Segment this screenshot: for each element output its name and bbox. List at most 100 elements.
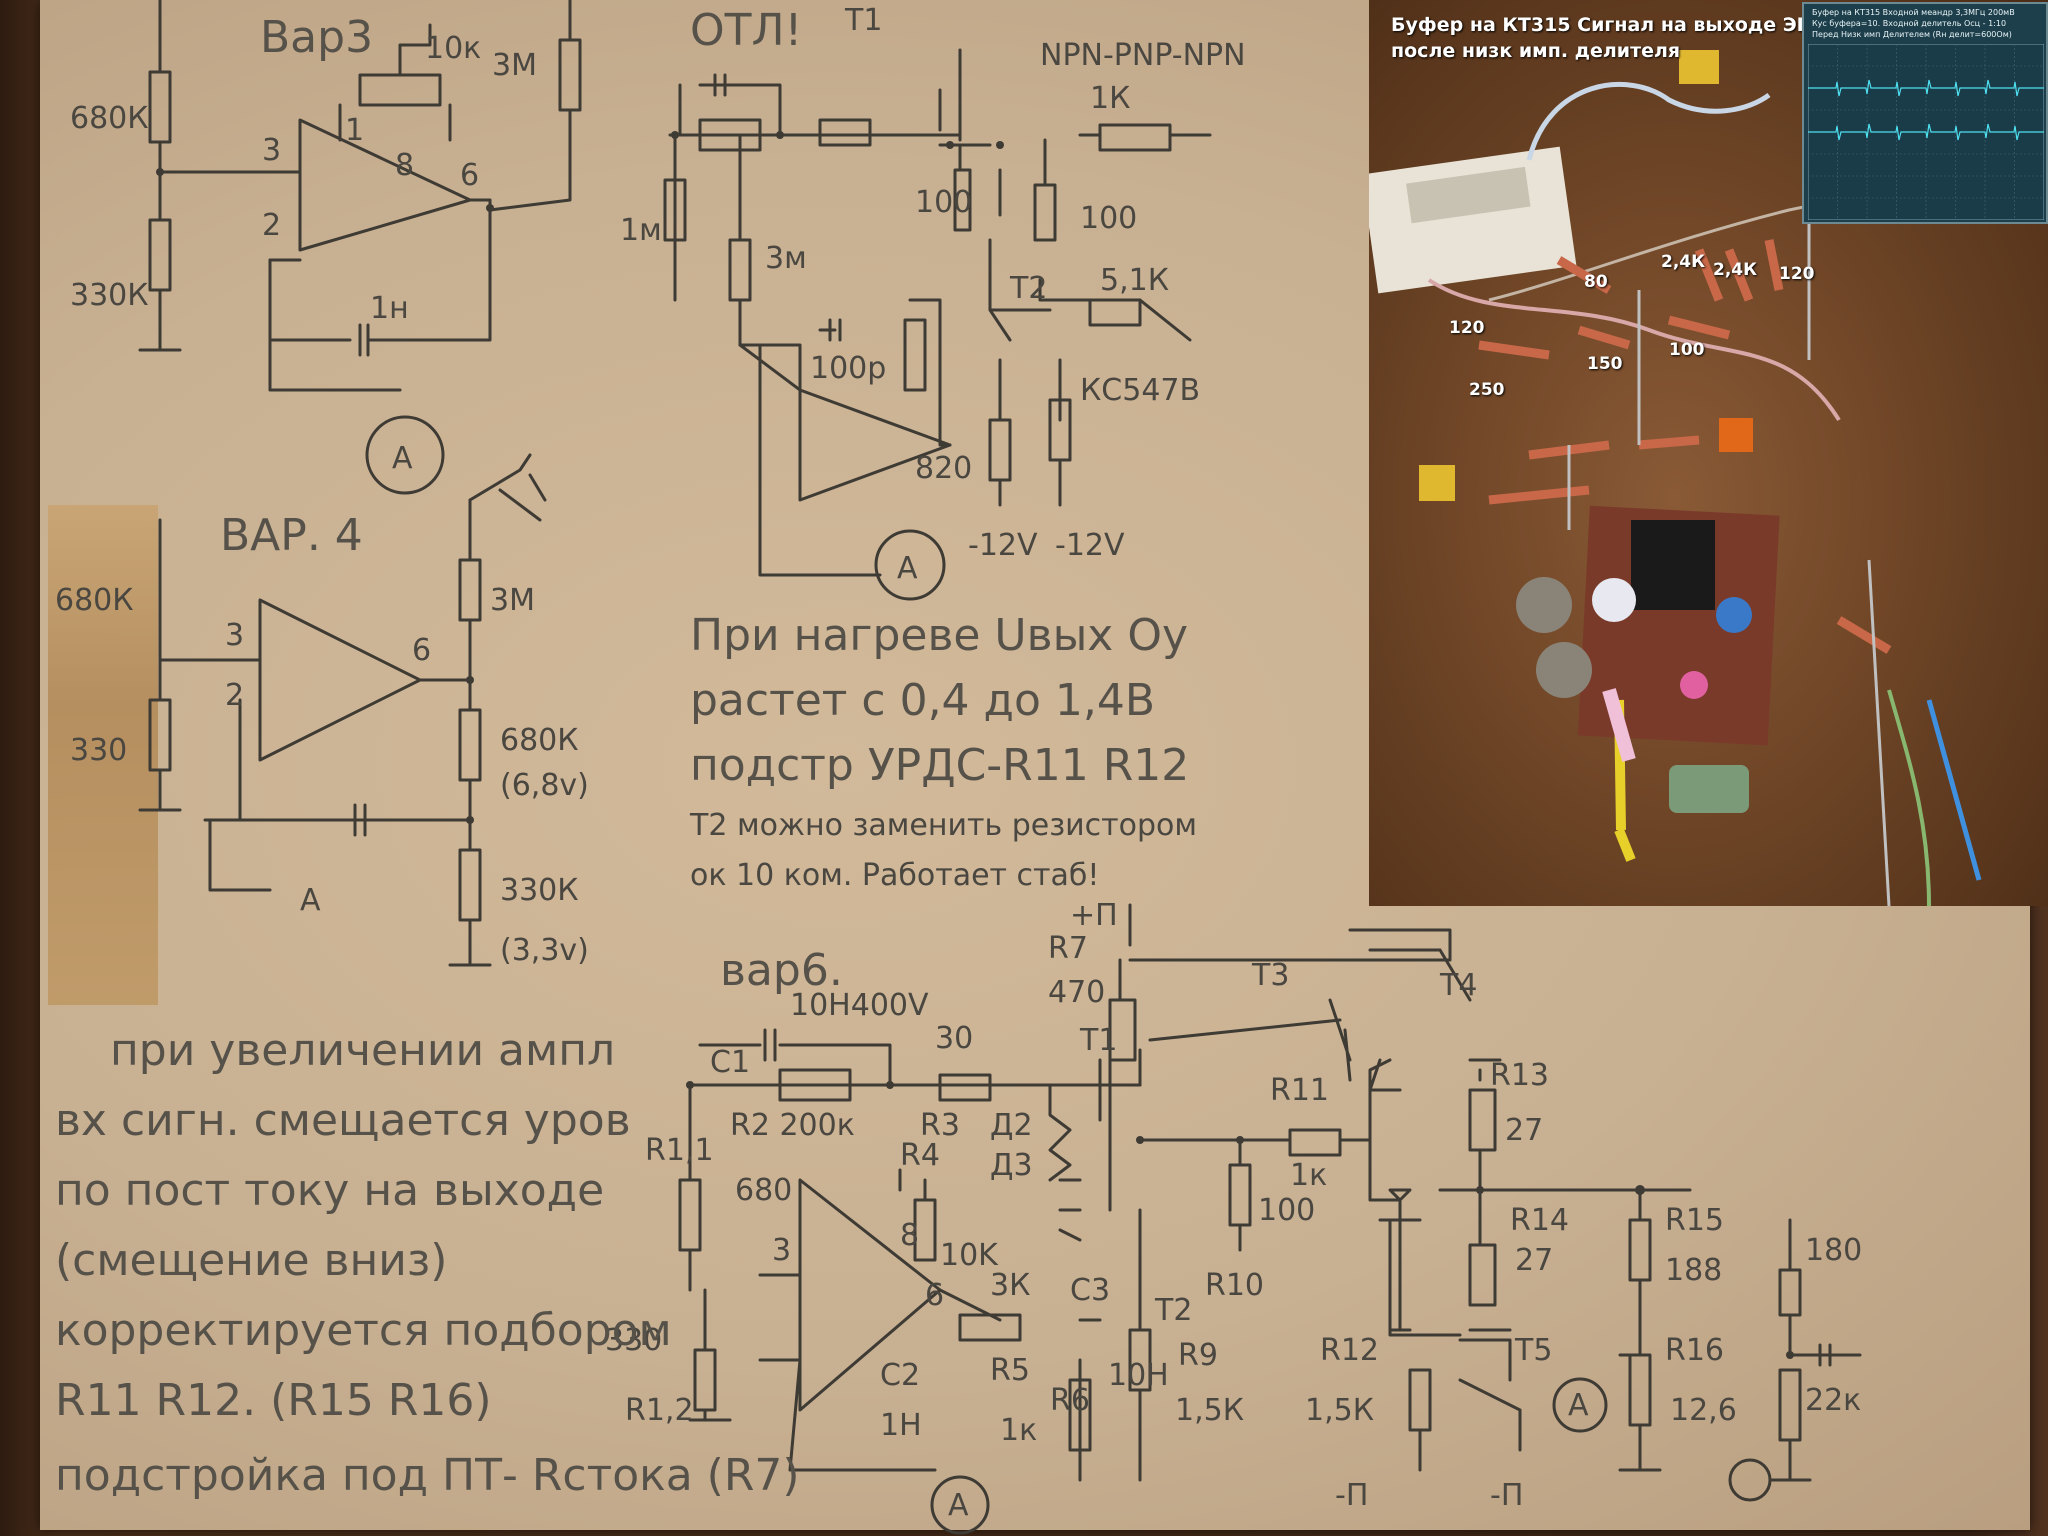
label-r12: R12 <box>1320 1333 1379 1368</box>
label-c2-1n: 1Н <box>880 1408 922 1443</box>
label-180: 180 <box>1805 1233 1862 1268</box>
label-t1-otl: T1 <box>844 3 882 38</box>
photo-caption-line-1: Буфер на КТ315 Сигнал на выходе ЭП <box>1391 14 1813 36</box>
label-r9-1k5: 1,5К <box>1175 1393 1244 1428</box>
label-1m: 1м <box>620 213 662 248</box>
node-a-1: A <box>392 441 413 476</box>
note-heating-line-3: подстр УРДС-R11 R12 <box>690 740 1189 791</box>
scope-caption-line-3: Перед Низк имп Делителем (Rн делит=600Ом… <box>1812 30 2012 39</box>
label-100-otl-b: 100 <box>1080 201 1137 236</box>
scope-caption-line-1: Буфер на КТ315 Входной меандр 3,3МГц 200… <box>1812 8 2015 17</box>
solder-leads <box>1567 170 1891 906</box>
schematic-var3: Вар3 10к 3М 680К 330К 3 2 6 8 1 1н A <box>70 0 582 495</box>
label-t5: T5 <box>1514 1333 1552 1368</box>
label-r5: R5 <box>990 1353 1030 1388</box>
blue-lead <box>1926 699 1982 881</box>
label-plus-p: +П <box>1070 898 1118 933</box>
pin-8-var6: 8 <box>900 1218 919 1253</box>
label-otl: ОТЛ! <box>690 5 802 56</box>
note-amplitude-line-7: подстройка под ПТ- Rстока (R7) <box>55 1450 800 1501</box>
label-var3: Вар3 <box>260 12 373 63</box>
label-npn-pnp-npn: NPN-PNP-NPN <box>1040 38 1246 73</box>
yellow-capacitor-top <box>1679 50 1719 84</box>
label-3v3: (3,3v) <box>500 933 589 968</box>
label-r12-var6: R1,2 <box>625 1393 694 1428</box>
label-r6: R6 <box>1050 1383 1090 1418</box>
label-3m: 3М <box>492 48 537 83</box>
photo-label-120-left: 120 <box>1449 318 1485 338</box>
label-r9: R9 <box>1178 1338 1218 1373</box>
label-6v8: (6,8v) <box>500 768 589 803</box>
label-r16: R16 <box>1665 1333 1724 1368</box>
label-c3: C3 <box>1070 1273 1110 1308</box>
label-22k: 22к <box>1805 1383 1861 1418</box>
slide-switch-slot <box>1406 166 1531 224</box>
green-lead <box>1887 689 1931 906</box>
trimmer-white <box>1592 578 1636 622</box>
label-10k: 10к <box>425 31 481 66</box>
label-10n: 10Н <box>1108 1358 1169 1393</box>
pink-wire <box>1602 688 1636 762</box>
label-r3: R3 <box>920 1108 960 1143</box>
pin-8: 8 <box>395 148 414 183</box>
scope-trace-2 <box>1808 123 2044 141</box>
schematic-otl: ОТЛ! T1 NPN-PNP-NPN 1м 3м 100р 100 1К 10… <box>620 3 1246 601</box>
scope-screen <box>1808 44 2044 220</box>
label-minus-p-b: -П <box>1490 1478 1523 1513</box>
label-c2: C2 <box>880 1358 920 1393</box>
label-kc547b: КС547В <box>1080 373 1200 408</box>
note-amplitude-line-6: R11 R12. (R15 R16) <box>55 1375 492 1426</box>
label-r10-100: 100 <box>1258 1193 1315 1228</box>
node-a-4: A <box>948 1488 969 1523</box>
label-r14-27: 27 <box>1515 1243 1553 1278</box>
masking-tape <box>48 505 158 1005</box>
note-heating-line-5: ок 10 ком. Работает стаб! <box>690 858 1099 893</box>
pin-3: 3 <box>262 133 281 168</box>
photo-label-150: 150 <box>1587 354 1623 374</box>
photo-label-100: 100 <box>1669 340 1705 360</box>
label-3m-var4: 3М <box>490 583 535 618</box>
pin-3-var4: 3 <box>225 618 244 653</box>
oscilloscope-inset: Буфер на КТ315 Входной меандр 3,3МГц 200… <box>1802 2 2048 224</box>
pin-2: 2 <box>262 208 281 243</box>
note-amplitude-line-1: при увеличении ампл <box>110 1025 615 1076</box>
label-r5-1k: 1к <box>1000 1413 1037 1448</box>
probe-wire-pink <box>1427 278 1841 422</box>
label-c1: C1 <box>710 1045 750 1080</box>
slide-switch-body <box>1369 146 1577 294</box>
note-heating: При нагреве Uвых Оу растет с 0,4 до 1,4В… <box>689 610 1197 893</box>
pin-6-var4: 6 <box>412 633 431 668</box>
label-r4: R4 <box>900 1138 940 1173</box>
scope-caption-line-2: Кус буфера=10. Входной делитель Осц - 1:… <box>1812 19 2007 28</box>
note-heating-line-1: При нагреве Uвых Оу <box>690 610 1188 661</box>
label-t4: T4 <box>1439 968 1477 1003</box>
label-820: 820 <box>915 451 972 486</box>
label-var4: ВАР. 4 <box>220 510 363 561</box>
label-1k-otl: 1К <box>1090 81 1130 116</box>
label-3k: 3К <box>990 1268 1030 1303</box>
label-r15: R15 <box>1665 1203 1724 1238</box>
label-r7: R7 <box>1048 931 1088 966</box>
label-t1: T1 <box>1079 1023 1117 1058</box>
label-var6: вар6. <box>720 945 843 996</box>
label-r4-10k: 10K <box>940 1238 999 1273</box>
label-t3: T3 <box>1251 958 1289 993</box>
label-t2: T2 <box>1154 1293 1192 1328</box>
label-minus12-a: -12V <box>968 528 1038 563</box>
note-amplitude-line-3: по пост току на выходе <box>55 1165 604 1216</box>
note-amplitude-line-2: вх сигн. смещается уров <box>55 1095 631 1146</box>
label-t2-otl: T2 <box>1009 271 1047 306</box>
label-100-otl: 100 <box>915 185 972 220</box>
trimmer-pot-2 <box>1536 642 1592 698</box>
pin-6: 6 <box>460 158 479 193</box>
label-r10: R10 <box>1205 1268 1264 1303</box>
label-680k-tape: 680К <box>55 583 134 618</box>
photo-label-2k4-a: 2,4К <box>1661 252 1706 272</box>
green-capacitor <box>1669 765 1749 813</box>
note-heating-line-4: Т2 можно заменить резистором <box>689 808 1197 843</box>
label-r2-200k: R2 200к <box>730 1108 855 1143</box>
label-1n: 1н <box>370 291 409 326</box>
schematic-var6: вар6. <box>605 898 1862 1535</box>
